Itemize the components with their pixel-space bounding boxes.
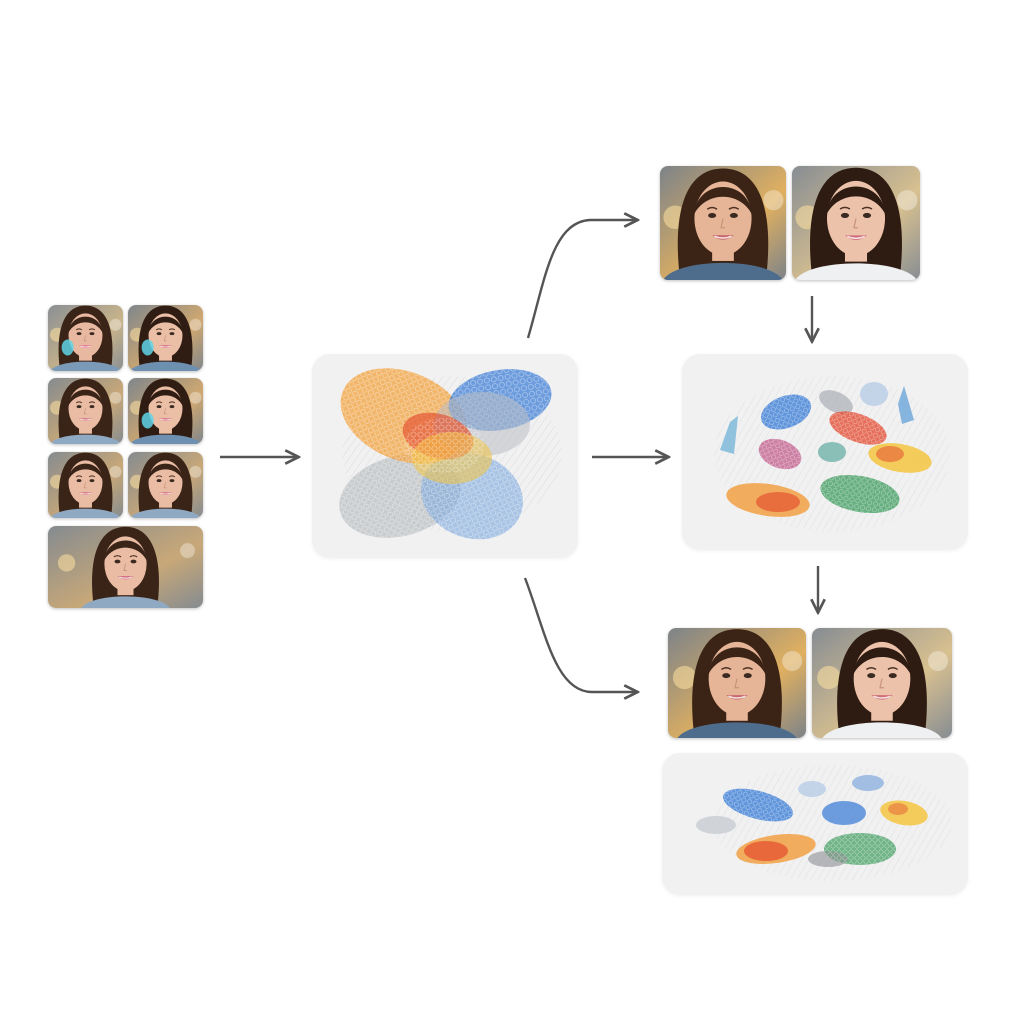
blob-cyan-left [720,416,738,454]
face-photo [660,166,786,280]
blob-grey [819,390,853,414]
face-photo [812,628,952,738]
face-photo [668,628,806,738]
face-photo [48,452,123,518]
face-photo [48,526,203,608]
blob-orange [736,834,816,864]
face-photo [792,166,920,280]
face-photo [128,452,203,518]
blob-light-blue [798,775,884,797]
blob-red-core [402,412,492,484]
blob-light-blue [860,382,888,406]
face-photo [128,305,203,371]
curved-arrow-down-icon [523,577,636,692]
blob-red [829,411,887,445]
blob-orange [726,483,810,517]
blob-blue [760,394,812,430]
fused-feature-panel [312,354,578,558]
blob-blue-mid [822,801,866,825]
blob-teal [818,442,846,462]
face-photo [128,378,203,444]
blob-blue [723,788,793,822]
blob-yellow [880,800,928,826]
blob-yellow [868,443,932,473]
blob-pink [758,438,802,470]
face-photo [48,305,123,371]
blob-grey [696,816,736,834]
blob-green [808,833,896,867]
blob-cyan [898,386,914,424]
curved-arrow-up-icon [526,220,636,339]
separated-feature-panel [682,354,968,550]
face-photo [48,378,123,444]
blob-green [820,474,900,514]
reconstructed-feature-panel [662,753,968,895]
